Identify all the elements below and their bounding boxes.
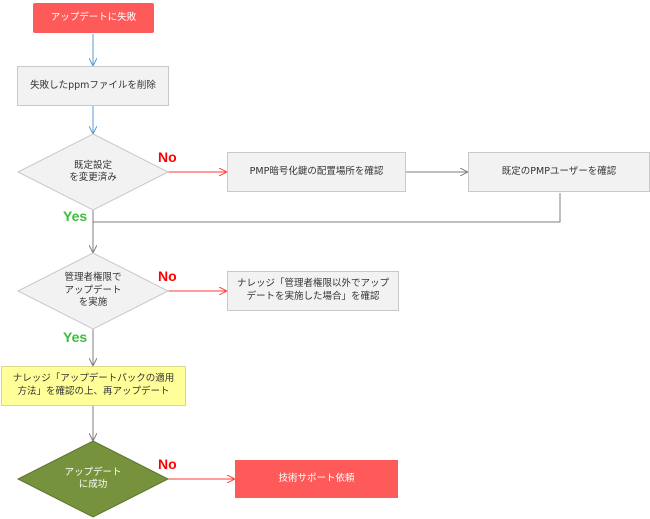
decision-admin-shape: [16, 252, 170, 330]
start-node: アップデートに失敗: [33, 3, 154, 33]
decision-settings-no-label: No: [158, 149, 177, 165]
step-knowledge-update-pack: ナレッジ「アップデートパックの適用 方法」を確認の上、再アップデート: [1, 366, 186, 406]
decision-success-shape: [16, 440, 170, 518]
step-delete-ppm: 失敗したppmファイルを削除: [17, 66, 169, 106]
connector-user-loopback: [93, 193, 561, 223]
step-tech-support: 技術サポート依頼: [235, 460, 398, 498]
decision-admin-text: 管理者権限で アップデート を実施: [64, 272, 122, 309]
step-knowledge-non-admin: ナレッジ「管理者権限以外でアップ デートを実施した場合」を確認: [227, 271, 399, 311]
decision-settings-shape: [16, 133, 170, 211]
step-pmp-key-location: PMP暗号化鍵の配置場所を確認: [227, 152, 406, 192]
decision-settings-text: 既定設定 を変更済み: [69, 159, 117, 183]
decision-admin-no-label: No: [158, 268, 177, 284]
decision-admin-yes-label: Yes: [63, 329, 88, 345]
decision-settings-yes-label: Yes: [63, 208, 88, 224]
decision-success-text: アップデート に成功: [64, 466, 122, 490]
decision-success-no-label: No: [158, 456, 177, 472]
step-pmp-user: 既定のPMPユーザーを確認: [468, 152, 650, 192]
